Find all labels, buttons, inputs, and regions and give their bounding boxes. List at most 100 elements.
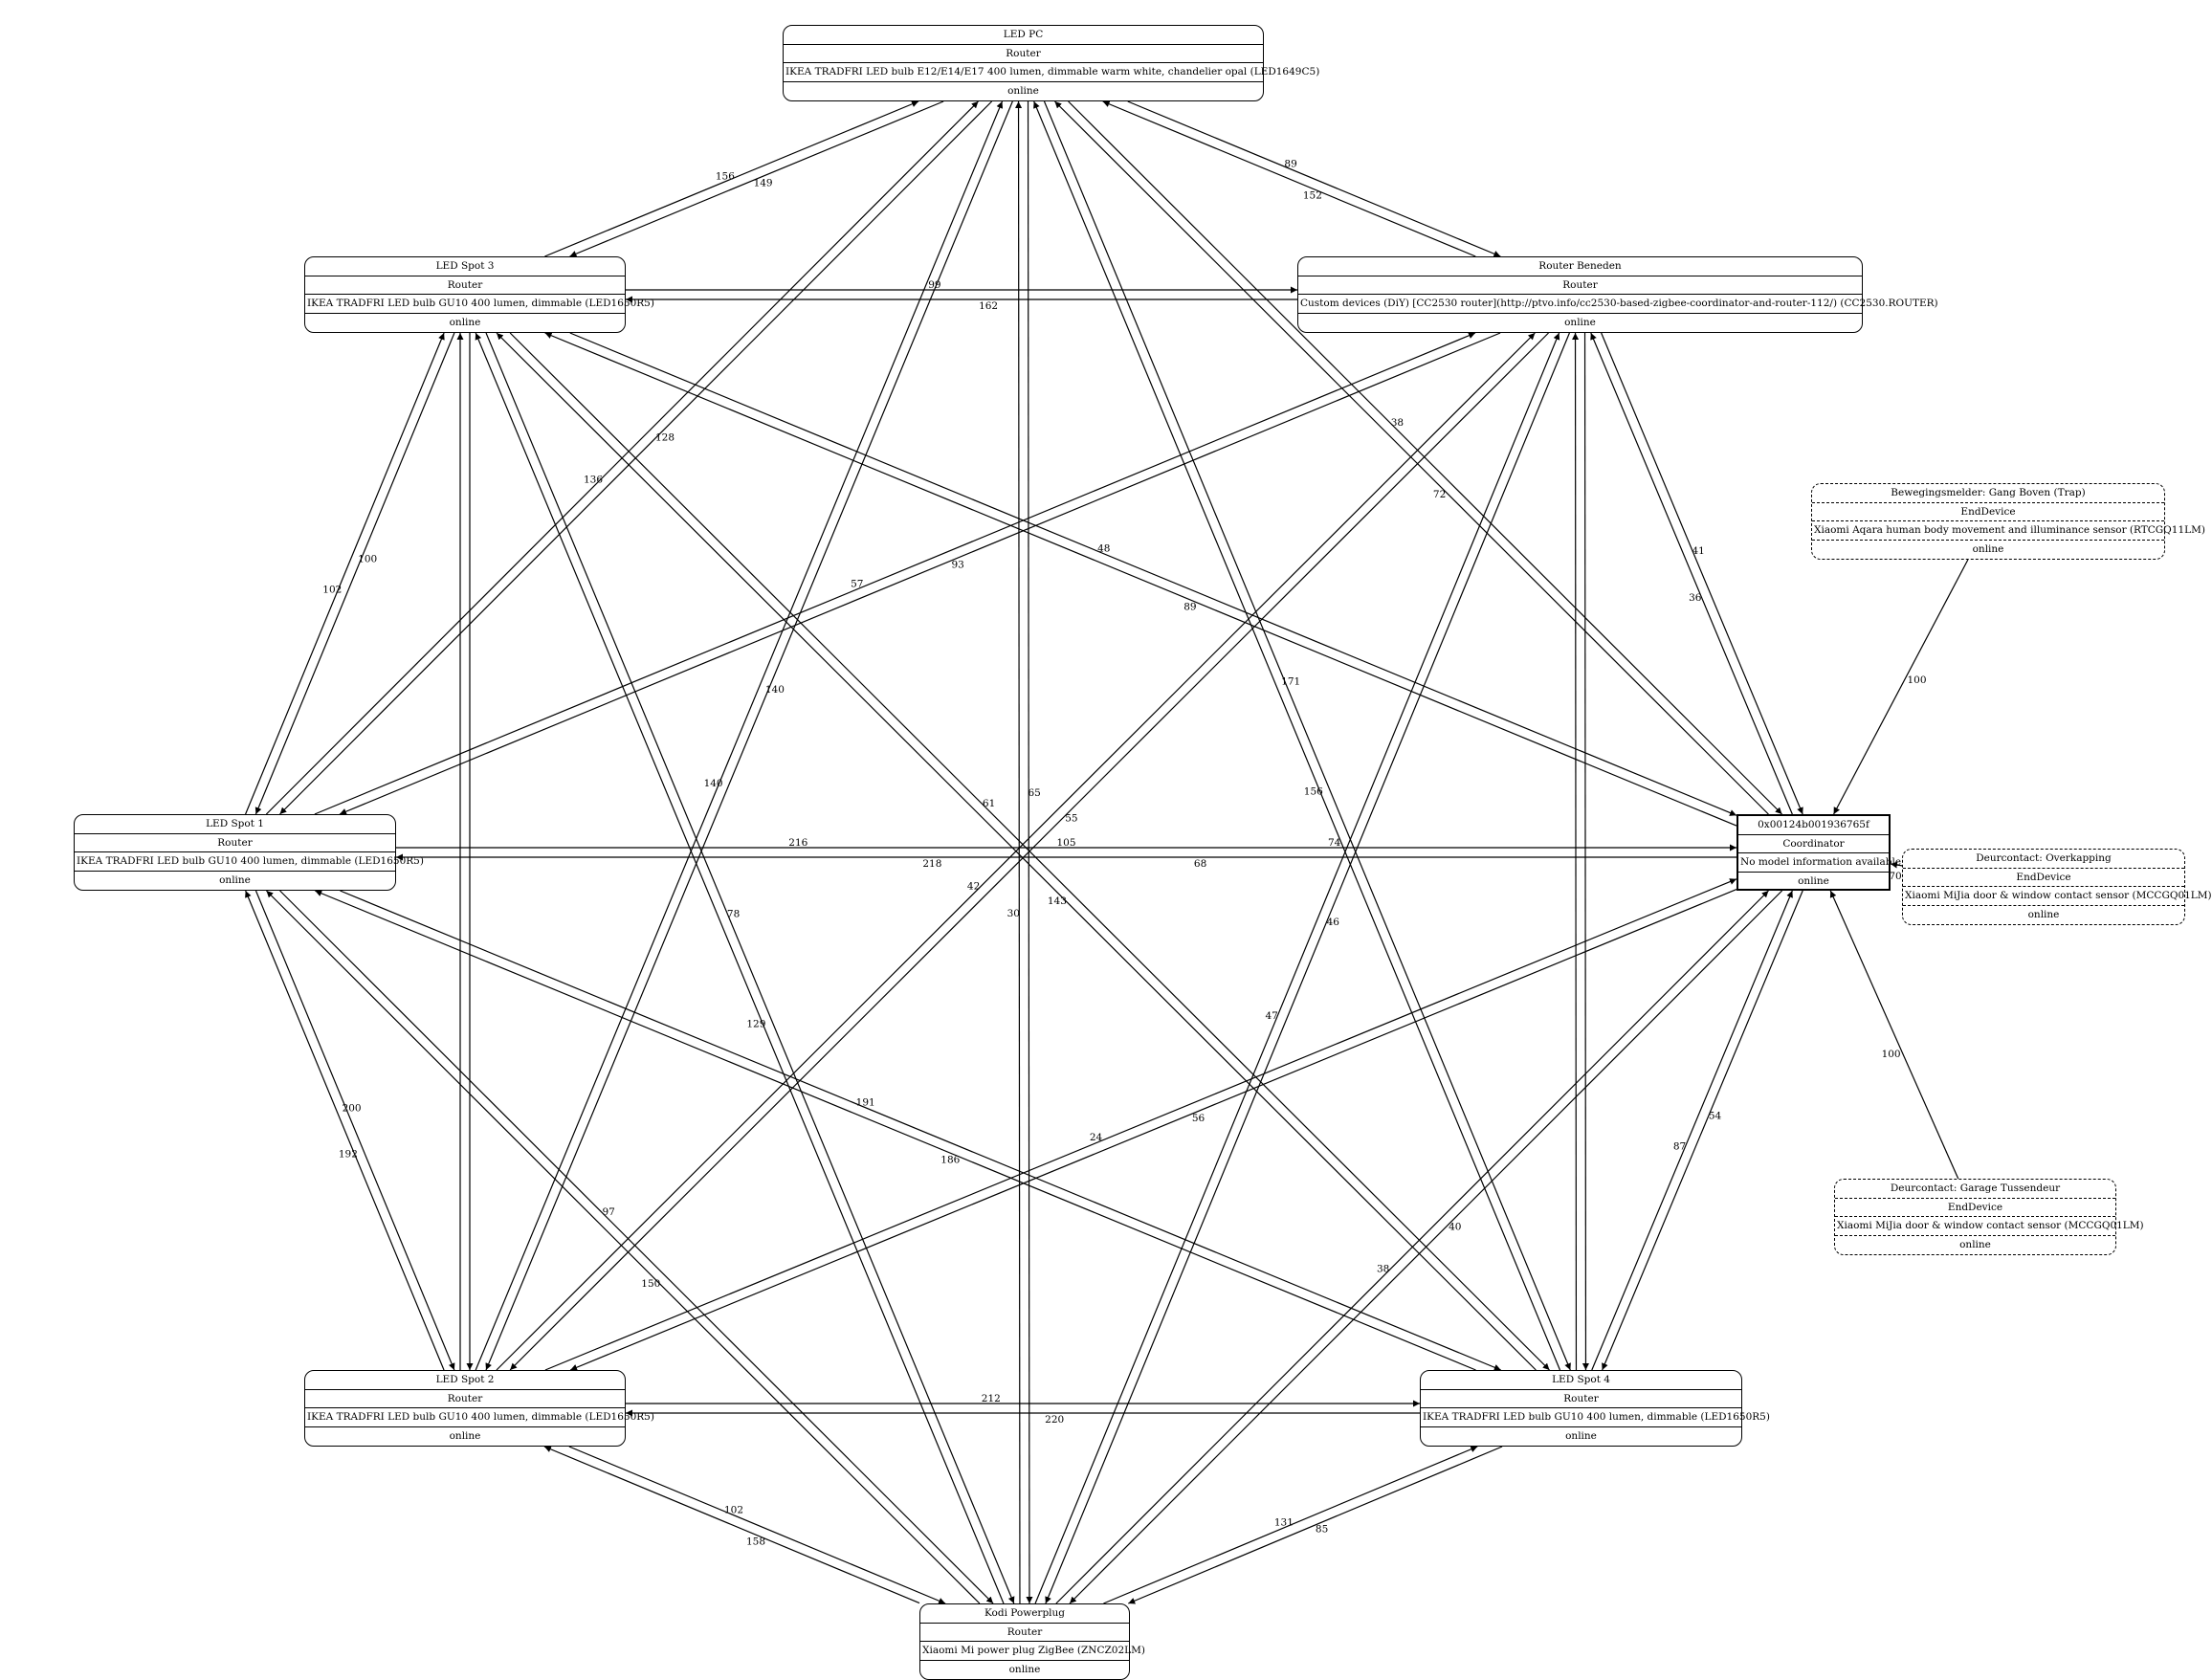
link-quality-label: 85 (1316, 1524, 1328, 1536)
link-kodi-led-spot-1 (266, 890, 981, 1604)
link-router-beneden-led-pc (1127, 100, 1501, 257)
link-led-spot-4-led-spot-1 (315, 890, 1476, 1371)
link-quality-label: 220 (1045, 1414, 1064, 1426)
node-title: LED Spot 1 (75, 815, 395, 834)
link-kodi-led-spot-4 (1128, 1446, 1503, 1604)
node-title: LED Spot 2 (305, 1371, 625, 1390)
node-model: IKEA TRADFRI LED bulb GU10 400 lumen, di… (75, 852, 424, 872)
node-title: 0x00124b001936765f (1738, 816, 1889, 835)
link-quality-label: 46 (1327, 917, 1340, 928)
link-led-spot-4-led-spot-1 (340, 890, 1501, 1371)
link-kodi-led-spot-3 (485, 332, 1015, 1604)
link-quality-label: 65 (1029, 787, 1041, 799)
node-model: Custom devices (DiY) [CC2530 router](htt… (1298, 295, 1938, 314)
node-type: Router (305, 1390, 625, 1408)
link-led-spot-2-coordinator (569, 889, 1737, 1371)
link-quality-label: 216 (788, 837, 807, 849)
link-quality-label: 143 (1048, 895, 1067, 907)
node-status: online (1798, 874, 1829, 887)
link-led-spot-2-led-spot-1 (245, 890, 445, 1371)
link-kodi-coordinator (1055, 890, 1769, 1604)
link-led-spot-4-coordinator (1591, 890, 1793, 1371)
link-quality-label: 24 (1090, 1132, 1103, 1143)
link-led-spot-1-router-beneden (314, 332, 1476, 815)
link-led-spot-2-led-pc (475, 100, 1004, 1371)
link-kodi-led-spot-2 (543, 1446, 920, 1604)
link-coordinator-led-pc (1068, 100, 1782, 815)
link-quality-label: 102 (724, 1504, 743, 1515)
link-kodi-led-pc (1015, 100, 1023, 1604)
link-quality-label: 128 (655, 432, 675, 444)
link-quality-label: 156 (1304, 785, 1323, 797)
link-led-spot-2-led-spot-1 (254, 890, 455, 1371)
link-quality-label: 47 (1266, 1010, 1278, 1022)
link-quality-label: 41 (1692, 545, 1705, 557)
link-router-beneden-led-pc (1102, 100, 1476, 257)
link-quality-label: 97 (603, 1206, 615, 1218)
link-quality-label: 72 (1433, 489, 1446, 500)
node-type: EndDevice (1835, 1199, 2115, 1217)
link-led-spot-2-router-beneden (509, 332, 1549, 1371)
link-coordinator-led-spot-3 (569, 332, 1737, 816)
link-led-spot-3-led-pc (569, 100, 944, 257)
link-quality-label: 140 (704, 778, 723, 789)
link-led-spot-2-led-pc (485, 100, 1013, 1371)
link-quality-label: 38 (1377, 1264, 1389, 1275)
node-status: online (2027, 908, 2060, 920)
node-model: Xiaomi MiJia door & window contact senso… (1835, 1217, 2144, 1236)
link-kodi-router-beneden (1034, 332, 1560, 1604)
link-quality-label: 152 (1303, 190, 1322, 202)
link-led-spot-4-led-pc (1033, 100, 1561, 1371)
node-title: LED Spot 4 (1421, 1371, 1741, 1390)
link-quality-label: 150 (641, 1278, 660, 1290)
link-quality-label: 140 (765, 684, 785, 696)
node-status: online (1959, 1238, 1991, 1250)
link-quality-label: 89 (1183, 601, 1196, 612)
node-model: IKEA TRADFRI LED bulb GU10 400 lumen, di… (305, 295, 654, 314)
node-type: Router (920, 1624, 1129, 1642)
node-status: online (219, 873, 251, 886)
link-kodi-led-spot-2 (568, 1446, 946, 1604)
link-quality-label: 102 (322, 584, 342, 595)
link-quality-label: 78 (727, 909, 740, 920)
node-type: Router (1421, 1390, 1741, 1408)
link-quality-label: 200 (343, 1102, 362, 1114)
link-coordinator-led-pc (1054, 100, 1769, 815)
link-led-spot-4-router-beneden (1572, 332, 1580, 1371)
node-bewegingsmelder[interactable]: Bewegingsmelder: Gang Boven (Trap)EndDev… (1811, 483, 2205, 560)
node-title: Router Beneden (1298, 257, 1862, 276)
link-quality-label: 30 (1007, 908, 1020, 919)
node-model: Xiaomi MiJia door & window contact senso… (1903, 887, 2212, 906)
node-status: online (449, 1429, 481, 1442)
link-led-spot-4-router-beneden (1582, 332, 1589, 1371)
node-type: Router (305, 276, 625, 295)
link-quality-label: 218 (922, 858, 941, 870)
link-quality-label: 100 (1882, 1049, 1901, 1060)
link-quality-label: 149 (754, 178, 773, 189)
link-quality-label: 36 (1689, 592, 1702, 604)
link-coordinator-led-spot-3 (544, 332, 1737, 827)
link-led-spot-4-coordinator (1602, 890, 1803, 1371)
link-quality-label: 93 (952, 560, 964, 571)
node-type: EndDevice (1903, 869, 2184, 887)
node-title: Bewegingsmelder: Gang Boven (Trap) (1812, 484, 2164, 503)
node-status: online (1007, 84, 1039, 97)
link-quality-label: 162 (979, 300, 998, 312)
link-quality-label: 55 (1065, 812, 1077, 824)
node-model: IKEA TRADFRI LED bulb GU10 400 lumen, di… (1421, 1408, 1770, 1427)
link-quality-label: 131 (1274, 1516, 1294, 1528)
link-quality-label: 191 (856, 1096, 875, 1108)
link-led-spot-2-router-beneden (496, 332, 1536, 1371)
link-deur-garage-coordinator (1829, 890, 1959, 1180)
